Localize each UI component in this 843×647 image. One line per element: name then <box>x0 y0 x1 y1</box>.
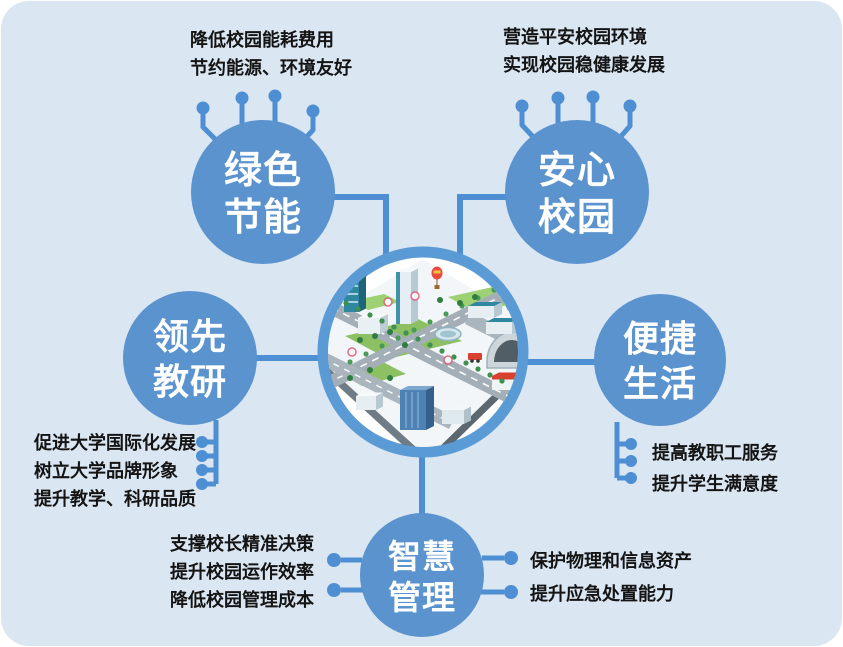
annotation-line: 实现校园稳健康发展 <box>503 55 665 76</box>
node-circle-leading-research <box>123 291 257 425</box>
connector-green-to-center <box>333 194 389 262</box>
annotation-line: 提升教学、科研品质 <box>34 489 196 510</box>
convenient-life-line1: 便捷 <box>622 319 698 360</box>
annotation-safe-campus: 营造平安校园环境 实现校园稳健康发展 <box>503 24 665 80</box>
annotation-line: 提升校园运作效率 <box>170 562 314 583</box>
annotation-line: 提高教职工服务 <box>652 443 778 464</box>
annotation-line: 节约能源、环境友好 <box>190 58 352 79</box>
green-energy-line2: 节能 <box>223 195 303 239</box>
smart-management-line2: 管理 <box>388 578 456 617</box>
node-label-leading-research: 领先 教研 <box>153 315 227 405</box>
bullet-connector-life <box>614 422 637 484</box>
node-circle-green-energy <box>191 120 335 264</box>
green-energy-line1: 绿色 <box>223 148 303 192</box>
bullet-connector-management <box>327 551 518 599</box>
annotation-convenient-life: 提高教职工服务 提升学生满意度 <box>652 438 778 500</box>
annotation-line: 支撑校长精准决策 <box>170 534 314 555</box>
leading-research-line1: 领先 <box>152 317 228 358</box>
balloon-icon <box>431 266 443 289</box>
node-label-smart-management: 智慧 管理 <box>388 536 456 618</box>
node-connectors <box>254 194 598 520</box>
smart-management-line1: 智慧 <box>388 537 456 576</box>
annotation-smart-management-left: 支撑校长精准决策 提升校园运作效率 降低校园管理成本 <box>170 531 314 615</box>
node-circle-safe-campus <box>505 120 649 264</box>
annotation-line: 降低校园管理成本 <box>170 590 314 611</box>
annotation-line: 树立大学品牌形象 <box>34 461 178 482</box>
annotation-line: 降低校园能耗费用 <box>190 30 334 51</box>
campus-illustration-icon <box>328 258 518 447</box>
node-label-safe-campus: 安心 校园 <box>538 147 616 241</box>
annotation-line: 提升应急处置能力 <box>530 584 674 605</box>
connector-safe-to-center <box>457 194 507 262</box>
safe-campus-line2: 校园 <box>537 195 617 239</box>
node-circle-smart-management <box>360 513 484 637</box>
annotation-line: 提升学生满意度 <box>652 474 778 495</box>
antenna-dots-green-energy <box>196 89 320 118</box>
node-label-convenient-life: 便捷 生活 <box>623 317 697 407</box>
annotation-green-energy: 降低校园能耗费用 节约能源、环境友好 <box>190 27 352 83</box>
convenient-life-line2: 生活 <box>622 364 698 405</box>
annotation-leading-research: 促进大学国际化发展 树立大学品牌形象 提升教学、科研品质 <box>34 430 196 514</box>
safe-campus-line1: 安心 <box>537 148 617 192</box>
annotation-line: 促进大学国际化发展 <box>34 433 196 454</box>
annotation-smart-management-right: 保护物理和信息资产 提升应急处置能力 <box>530 545 692 611</box>
leading-research-line2: 教研 <box>152 362 228 403</box>
bullet-connector-research <box>196 420 219 490</box>
node-circle-convenient-life <box>594 294 726 426</box>
node-label-green-energy: 绿色 节能 <box>224 147 302 241</box>
antenna-dots-safe-campus <box>515 90 637 113</box>
annotation-line: 保护物理和信息资产 <box>530 551 692 572</box>
annotation-line: 营造平安校园环境 <box>503 27 647 48</box>
